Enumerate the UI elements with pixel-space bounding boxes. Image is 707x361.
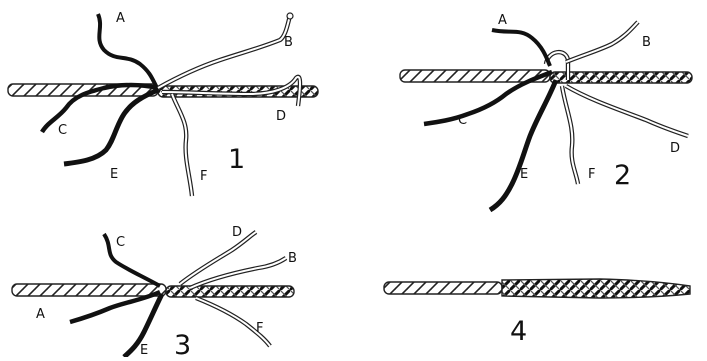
label-d: D (670, 141, 680, 156)
rope-right-spliced (550, 72, 692, 83)
label-d: D (232, 225, 242, 240)
label-b: B (642, 35, 651, 50)
label-c: C (116, 235, 125, 250)
strand-a (492, 30, 550, 66)
rope-left (384, 282, 502, 294)
label-a: A (116, 11, 125, 26)
label-b: B (288, 251, 297, 266)
label-f: F (200, 169, 207, 184)
panel-number-4: 4 (510, 316, 527, 347)
rope-right-spliced (166, 286, 294, 297)
label-c: C (458, 113, 467, 128)
label-e: E (520, 167, 528, 182)
label-e: E (140, 343, 148, 357)
strand-b (158, 16, 290, 88)
panel-4: 4 (384, 279, 690, 347)
label-b: B (284, 35, 293, 50)
panel-number-2: 2 (614, 160, 631, 191)
panel-number-1: 1 (228, 144, 245, 175)
panel-number-3: 3 (174, 330, 191, 357)
label-f: F (256, 321, 263, 336)
strand-c (104, 234, 160, 286)
panel-3: A B C D E F 3 (12, 225, 297, 357)
label-a: A (36, 307, 45, 322)
rope-left (12, 284, 166, 296)
strand-e (64, 90, 158, 164)
label-f: F (588, 167, 595, 182)
label-e: E (110, 167, 118, 182)
label-d: D (276, 109, 286, 124)
strand-f (172, 94, 192, 196)
label-a: A (498, 13, 507, 28)
label-c: C (58, 123, 67, 138)
panel-2: A B C D E F 2 (400, 13, 692, 210)
strand-a (98, 14, 158, 90)
panel-1: A B C D E F 1 (8, 11, 318, 196)
rope-right-finished-splice (502, 279, 690, 298)
